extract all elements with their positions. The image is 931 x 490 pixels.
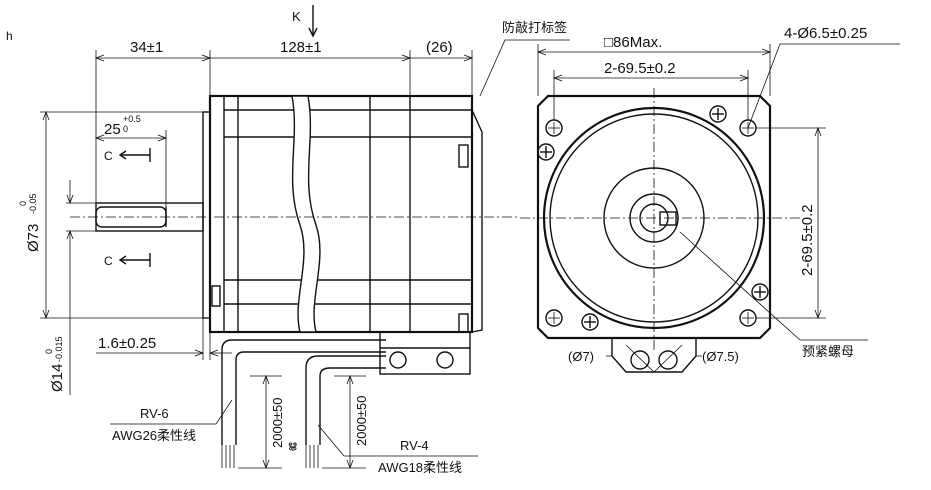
- section-mark-top: C: [104, 149, 113, 163]
- label-lock-nut: 预紧螺母: [802, 344, 854, 359]
- square-flange: [536, 94, 772, 340]
- dim-gland-b: (Ø7.5): [702, 349, 739, 364]
- screw-heads: [537, 105, 769, 331]
- dim-mount-holes: 4-Ø6.5±0.25: [784, 25, 867, 42]
- dim-square-size: □86Max.: [604, 34, 662, 51]
- dim-shaft-tol-upper: 0: [44, 349, 54, 354]
- cable-gland-box: [379, 331, 471, 375]
- dim-pilot-tol-upper: 0: [18, 201, 28, 206]
- label-anti-tamper: 防敲打标签: [502, 20, 567, 35]
- cable-a-type: RV-6: [140, 406, 169, 421]
- dim-gland-a: (Ø7): [568, 349, 594, 364]
- dim-shaft-key-tol-lower: 0: [123, 124, 128, 134]
- dim-hole-spacing-v: 2-69.5±0.2: [799, 204, 816, 276]
- motor-body: [208, 94, 474, 334]
- dim-pilot-tol-lower: -0.05: [28, 193, 38, 214]
- dim-cable-a-length: 2000±50: [270, 397, 285, 448]
- dim-shaft-key-tol-upper: +0.5: [123, 114, 141, 124]
- cable-b-type: RV-4: [400, 438, 429, 453]
- cable-a: [221, 339, 386, 445]
- dim-shaft-key: 25: [104, 121, 121, 138]
- dim-shaft-tol-lower: -0.015: [54, 336, 64, 362]
- cable-a-spec: AWG26柔性线: [112, 428, 196, 443]
- dim-flange-thickness: 1.6±0.25: [98, 335, 156, 352]
- front-view: □86Max. 2-69.5±0.2 4-Ø6.5±0.25 2-69.5±0.…: [520, 25, 900, 373]
- break-symbol: [291, 95, 321, 333]
- dim-pilot-diameter: Ø73: [25, 224, 42, 252]
- cable-b-spec: AWG18柔性线: [378, 460, 462, 475]
- view-letter: K: [292, 9, 301, 24]
- dim-cable-b-length: 2000±50: [354, 395, 369, 446]
- cable-b: [305, 355, 386, 445]
- section-mark-bottom: C: [104, 254, 113, 268]
- dim-hole-spacing-h: 2-69.5±0.2: [604, 60, 676, 77]
- dim-shaft-length: 34±1: [130, 39, 163, 56]
- dim-rear-cap: (26): [426, 39, 453, 56]
- dim-shaft-diameter: Ø14: [49, 364, 66, 392]
- corner-letter: h: [6, 29, 13, 43]
- cable-b-note: ൠ: [288, 440, 297, 451]
- bottom-glands: [606, 338, 702, 373]
- side-view: K h C C 34±1 128±1 (26) 防敲打标签: [6, 5, 570, 475]
- dim-body-length: 128±1: [280, 39, 322, 56]
